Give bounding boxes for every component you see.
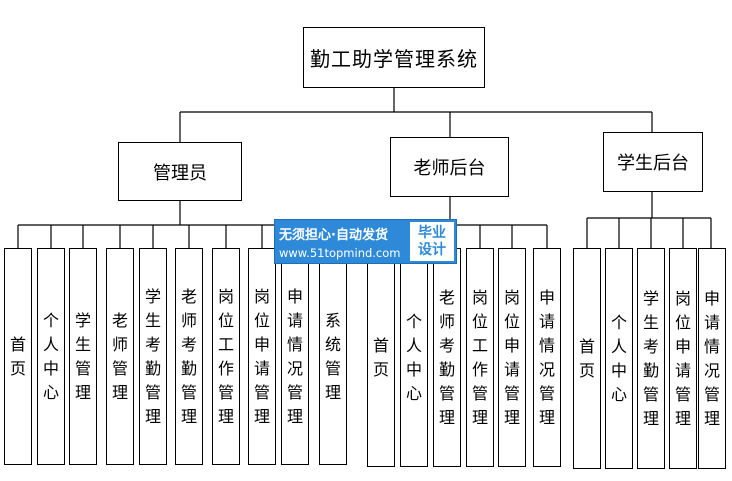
leaf-label: 岗位工作管理 — [471, 287, 488, 427]
leaf-label: 老师管理 — [111, 310, 128, 402]
group-label-admin: 管理员 — [153, 162, 207, 184]
leaf-admin-teacher-attendance: 老师考勤管理 — [175, 248, 203, 465]
leaf-teacher-profile: 个人中心 — [400, 248, 428, 467]
watermark-tagline: 无须担心·自动发货 — [279, 228, 388, 243]
leaf-teacher-application-status: 申请情况管理 — [533, 248, 561, 467]
leaf-admin-home: 首页 — [4, 248, 32, 465]
leaf-label: 学生管理 — [74, 310, 91, 402]
watermark-banner: 无须担心·自动发货 www.51topmind.com 毕业 设计 — [274, 219, 457, 264]
leaf-admin-students: 学生管理 — [69, 248, 97, 465]
leaf-label: 首页 — [9, 334, 26, 378]
leaf-student-home: 首页 — [573, 248, 601, 469]
group-node-teacher: 老师后台 — [390, 137, 509, 197]
leaf-label: 申请情况管理 — [703, 288, 720, 428]
root-label: 勤工助学管理系统 — [310, 47, 478, 71]
leaf-label: 申请情况管理 — [286, 286, 303, 426]
root-node: 勤工助学管理系统 — [303, 27, 485, 88]
leaf-label: 岗位申请管理 — [503, 287, 520, 427]
group-label-teacher: 老师后台 — [413, 158, 486, 179]
watermark-badge: 毕业 设计 — [410, 222, 454, 261]
leaf-label: 岗位申请管理 — [674, 288, 691, 428]
leaf-label: 首页 — [372, 335, 389, 379]
group-node-student: 学生后台 — [603, 132, 703, 192]
leaf-label: 学生考勤管理 — [144, 286, 161, 426]
leaf-label: 岗位工作管理 — [217, 286, 234, 426]
leaf-student-job-application: 岗位申请管理 — [669, 248, 697, 469]
leaf-admin-job-work: 岗位工作管理 — [212, 248, 240, 465]
leaf-label: 个人中心 — [42, 310, 59, 402]
leaf-teacher-job-work: 岗位工作管理 — [466, 248, 494, 467]
leaf-student-application-status: 申请情况管理 — [698, 248, 726, 469]
leaf-label: 老师考勤管理 — [438, 287, 455, 427]
leaf-admin-system: 系统管理 — [319, 248, 347, 465]
leaf-label: 系统管理 — [324, 310, 341, 402]
leaf-student-profile: 个人中心 — [605, 248, 633, 469]
leaf-admin-job-application: 岗位申请管理 — [248, 248, 276, 465]
leaf-teacher-attendance: 老师考勤管理 — [433, 248, 461, 467]
leaf-label: 首页 — [578, 336, 595, 380]
leaf-admin-application-status: 申请情况管理 — [281, 248, 309, 465]
watermark-badge-line2: 设计 — [418, 241, 446, 258]
leaf-admin-profile: 个人中心 — [37, 248, 65, 465]
group-node-admin: 管理员 — [118, 142, 242, 201]
watermark-url: www.51topmind.com — [279, 246, 401, 260]
leaf-label: 岗位申请管理 — [253, 286, 270, 426]
group-label-student: 学生后台 — [617, 153, 689, 174]
leaf-label: 申请情况管理 — [538, 287, 555, 427]
watermark-badge-line1: 毕业 — [418, 224, 446, 241]
leaf-teacher-home: 首页 — [367, 248, 395, 467]
leaf-label: 老师考勤管理 — [180, 286, 197, 426]
leaf-label: 学生考勤管理 — [642, 288, 659, 428]
leaf-label: 个人中心 — [405, 311, 422, 403]
leaf-admin-teachers: 老师管理 — [106, 248, 134, 465]
leaf-admin-student-attendance: 学生考勤管理 — [139, 248, 167, 465]
leaf-label: 个人中心 — [610, 312, 627, 404]
leaf-teacher-job-application: 岗位申请管理 — [498, 248, 526, 467]
leaf-student-attendance: 学生考勤管理 — [637, 248, 665, 469]
